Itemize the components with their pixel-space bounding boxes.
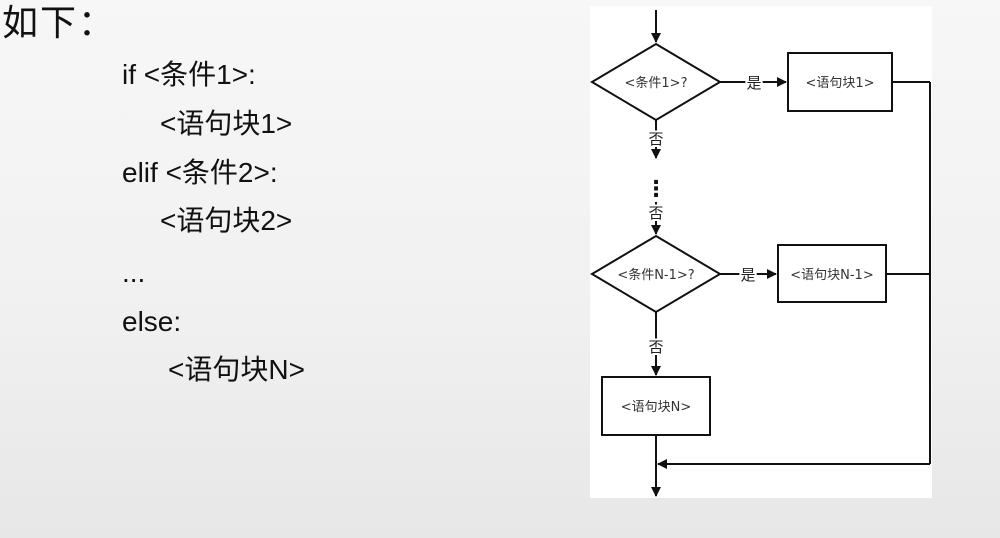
flowchart: <条件1>? 是 <语句块1> 否 ⋮ 否 <条件N-1>? 是 <语句块N-1… xyxy=(590,10,931,497)
statement-block-n-label: <语句块N> xyxy=(621,400,692,415)
code-line-block-1: <语句块1> xyxy=(160,108,293,139)
flowchart-ellipsis: ⋮ xyxy=(645,177,667,202)
code-line-block-2: <语句块2> xyxy=(160,205,293,236)
code-line-block-n: <语句块N> xyxy=(168,354,305,385)
code-line-else: else: xyxy=(122,306,182,337)
statement-block-n-1-label: <语句块N-1> xyxy=(790,268,873,283)
statement-block-n-1 xyxy=(777,244,887,303)
statement-block-1-label: <语句块1> xyxy=(805,76,874,91)
slide-heading: 如下： xyxy=(2,3,117,44)
code-line-elif: elif <条件2>: xyxy=(122,157,278,188)
no-label-3: 否 xyxy=(648,338,663,356)
decision-n-1-label: <条件N-1>? xyxy=(617,267,694,283)
yes-label-1: 是 xyxy=(746,74,761,92)
yes-label-2: 是 xyxy=(740,266,755,284)
code-line-if: if <条件1>: xyxy=(122,59,256,90)
decision-1-label: <条件1>? xyxy=(625,75,688,91)
flowchart-panel: <条件1>? 是 <语句块1> 否 ⋮ 否 <条件N-1>? 是 <语句块N-1… xyxy=(590,6,932,498)
no-label-2: 否 xyxy=(648,204,663,222)
no-label-1: 否 xyxy=(648,130,663,148)
code-line-ellipsis: ... xyxy=(122,257,146,288)
